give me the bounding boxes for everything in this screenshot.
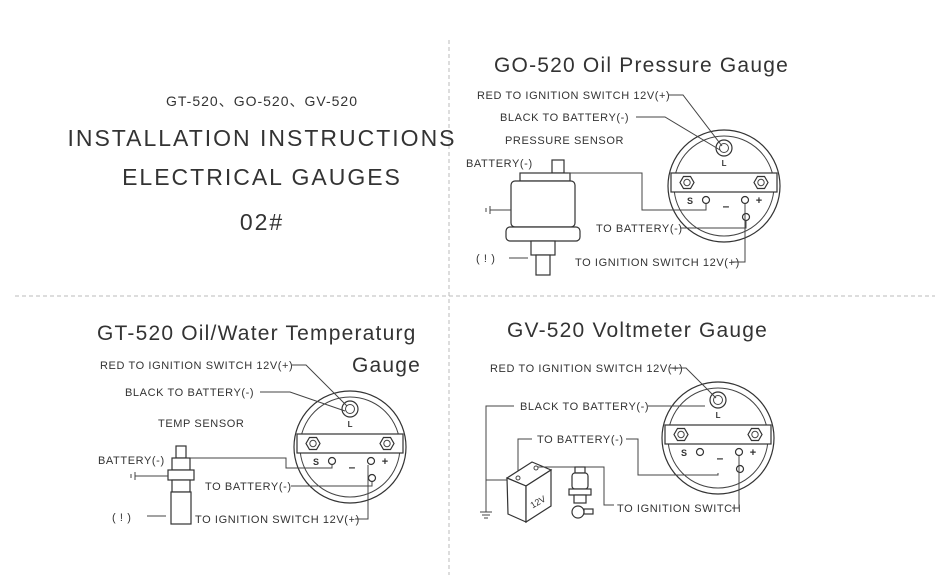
to-ignition-label: TO IGNITION SWITCH [617,503,741,515]
models-list: GT-520、GO-520、GV-520 [166,93,358,109]
voltmeter-section: GV-520 Voltmeter Gauge L S – + RED TO IG… [480,319,775,524]
title-line-1: INSTALLATION INSTRUCTIONS [67,125,456,151]
section-title: GT-520 Oil/Water Temperaturg [97,322,417,345]
lamp-label: L [722,159,727,168]
temperature-section: GT-520 Oil/Water Temperaturg Gauge L S –… [97,322,421,526]
black-wire-label: BLACK TO BATTERY(-) [500,112,629,124]
battery-icon: 12V [505,461,553,524]
sender-label: S [313,457,319,467]
gauge-back-icon: L S – + [661,381,775,495]
pressure-sensor-icon [485,159,581,276]
title-line-2: ELECTRICAL GAUGES [122,164,402,190]
temp-sensor-icon [130,445,195,525]
gauge-back-icon: L S – + [667,129,781,243]
to-battery-label: TO BATTERY(-) [205,481,292,493]
oil-pressure-section: GO-520 Oil Pressure Gauge L S – + RED TO… [466,54,789,276]
to-ignition-label: TO IGNITION SWITCH 12V(+) [195,514,360,526]
sender-label: S [687,196,693,206]
to-battery-label: TO BATTERY(-) [537,434,624,446]
ground-label: – [723,199,730,213]
to-ignition-label: TO IGNITION SWITCH 12V(+) [575,257,740,269]
warning-label: ( ! ) [112,512,132,524]
sender-label: S [681,448,687,458]
power-label: + [382,456,388,468]
ground-label: – [349,460,356,474]
ground-label: – [717,451,724,465]
section-title-cont: Gauge [352,354,421,377]
power-label: + [756,195,762,207]
red-wire-label: RED TO IGNITION SWITCH 12V(+) [490,363,683,375]
lamp-label: L [716,411,721,420]
sensor-ground-label: BATTERY(-) [98,455,165,467]
to-battery-label: TO BATTERY(-) [596,223,683,235]
doc-number: 02# [240,209,284,235]
warning-label: ( ! ) [476,253,496,265]
lamp-label: L [348,420,353,429]
red-wire-label: RED TO IGNITION SWITCH 12V(+) [477,90,670,102]
gauge-back-icon: L S – + [293,390,407,504]
section-title: GO-520 Oil Pressure Gauge [494,54,789,77]
power-label: + [750,447,756,459]
sensor-ground-label: BATTERY(-) [466,158,533,170]
sensor-label: PRESSURE SENSOR [505,135,624,147]
black-wire-label: BLACK TO BATTERY(-) [520,401,649,413]
sensor-label: TEMP SENSOR [158,418,244,430]
ignition-switch-icon [568,466,594,519]
red-wire-label: RED TO IGNITION SWITCH 12V(+) [100,360,293,372]
section-title: GV-520 Voltmeter Gauge [507,319,768,342]
black-wire-label: BLACK TO BATTERY(-) [125,387,254,399]
